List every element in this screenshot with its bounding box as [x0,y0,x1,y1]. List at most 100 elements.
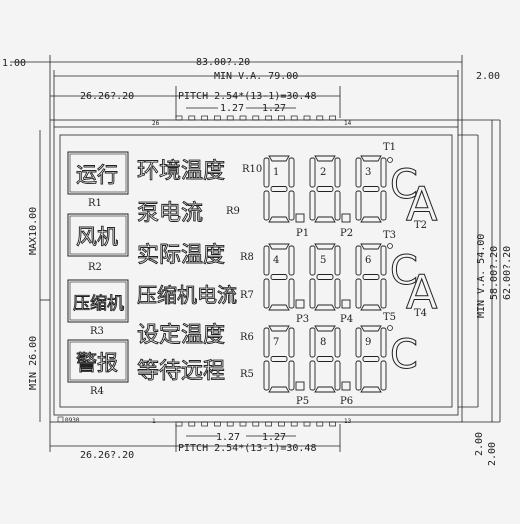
text-r10: 环境温度 [137,159,225,184]
seven-segment-digit [263,325,295,393]
svg-text:R1: R1 [88,198,102,209]
pin-bottom [252,421,260,427]
pin-bottom [188,421,196,427]
label-r9: R9 [226,206,240,217]
svg-text:R2: R2 [88,262,102,273]
dim-pin-pitch-a: 1.27 [220,103,244,114]
viewing-area [53,126,459,416]
dim-min-pin-length: MIN 26.00 [28,336,39,390]
svg-text:运行: 运行 [76,163,118,187]
decimal-point [341,213,351,223]
seven-segment-digit [355,155,387,223]
label-t5: T5 [383,312,396,323]
dim-pitch-top: PITCH 2.54*(13-1)=30.48 [178,91,316,102]
svg-text:压缩机: 压缩机 [73,294,124,314]
digit-label-1: 1 [273,167,279,178]
box-r4: 警报 R4 [67,339,129,397]
label-r7: R7 [240,290,254,301]
pin-bottom [214,421,221,427]
pins-bottom [175,421,336,427]
seven-segment-digit [355,325,387,393]
digit-label-2: 2 [320,167,326,178]
dim-overall-width: 83.00?.20 [196,57,250,68]
dim-pin-pitch-c: 1.27 [216,432,240,443]
pin-label-14: 14 [344,120,352,127]
label-t2: T2 [414,220,427,231]
seven-segment-digit [355,243,387,311]
pin-top [188,115,196,121]
pins-top [175,115,336,121]
dim-overall-height: 62.00?.20 [502,246,513,300]
label-r5: R5 [240,369,254,380]
text-r9: 泵电流 [137,201,203,226]
pin-top [303,115,311,121]
pin-label-13: 13 [344,418,352,425]
dim-pin-pitch-d: 1.27 [262,432,286,443]
digit-label-9: 9 [365,337,371,348]
decimal-point [295,381,305,391]
text-r7: 压缩机电流 [137,283,237,307]
pin-bottom [239,421,247,427]
pin-bottom [278,421,285,427]
pin-bottom [329,421,336,427]
unit-a-2: A [406,265,438,319]
label-r8: R8 [240,252,254,263]
pin-bottom [290,421,298,427]
text-r8: 实际温度 [137,243,225,268]
dim-va-height: MIN V.A. 54.00 [476,234,487,318]
box-r1: 运行 R1 [67,151,129,209]
dim-inner-height: 58.00?.20 [489,246,500,300]
decimal-point [341,381,351,391]
seven-segment-digit [263,243,295,311]
seven-segment-digit [263,155,295,223]
seven-segment-digit [309,155,341,223]
pin-top [278,115,285,121]
svg-text:R4: R4 [90,386,104,397]
pin-top [214,115,221,121]
decimal-point [295,213,305,223]
box-r2: 风机 R2 [67,213,129,273]
label-p3: P3 [296,314,309,325]
active-area [59,134,453,408]
pin-top [239,115,247,121]
seven-segment-digit [309,325,341,393]
pin-top [329,115,336,121]
pin-top [290,115,298,121]
pin-top [226,115,234,121]
pin-top [316,115,324,121]
pin-bottom [265,421,272,427]
pin-bottom [226,421,234,427]
decimal-point [341,299,351,309]
dim-bottom-b: 2.00 [487,442,498,466]
label-p5: P5 [296,396,309,407]
dim-offset-bottom: 26.26?.20 [80,450,134,461]
pin-label-1: 1 [152,418,156,425]
pin-top [201,115,208,121]
seven-segment-digits [263,155,387,393]
box-r3: 压缩机 R3 [67,279,129,337]
unit-a-1: A [406,177,438,231]
pin-bottom [175,421,183,427]
dim-pitch-bottom: PITCH 2.54*(13-1)=30.48 [178,443,316,454]
digit-label-4: 4 [273,255,279,266]
pin-top [252,115,260,121]
pin-top [265,115,272,121]
unit-c-1: C [390,162,418,208]
dim-right-top: 2.00 [476,71,500,82]
pin-label-26: 26 [152,120,160,127]
digit-label-7: 7 [273,337,279,348]
digit-label-8: 8 [320,337,326,348]
text-r6: 设定温度 [137,323,225,348]
label-r6: R6 [240,332,254,343]
digit-label-5: 5 [320,255,326,266]
label-r10: R10 [242,164,262,175]
model-number: 0930 [65,417,80,424]
label-p4: P4 [340,314,353,325]
svg-text:警报: 警报 [76,351,118,375]
dim-bottom-a: 2.00 [474,432,485,456]
dim-left-edge: 1.00 [2,58,26,69]
label-t1: T1 [383,142,396,153]
text-r5: 等待远程 [137,359,225,384]
